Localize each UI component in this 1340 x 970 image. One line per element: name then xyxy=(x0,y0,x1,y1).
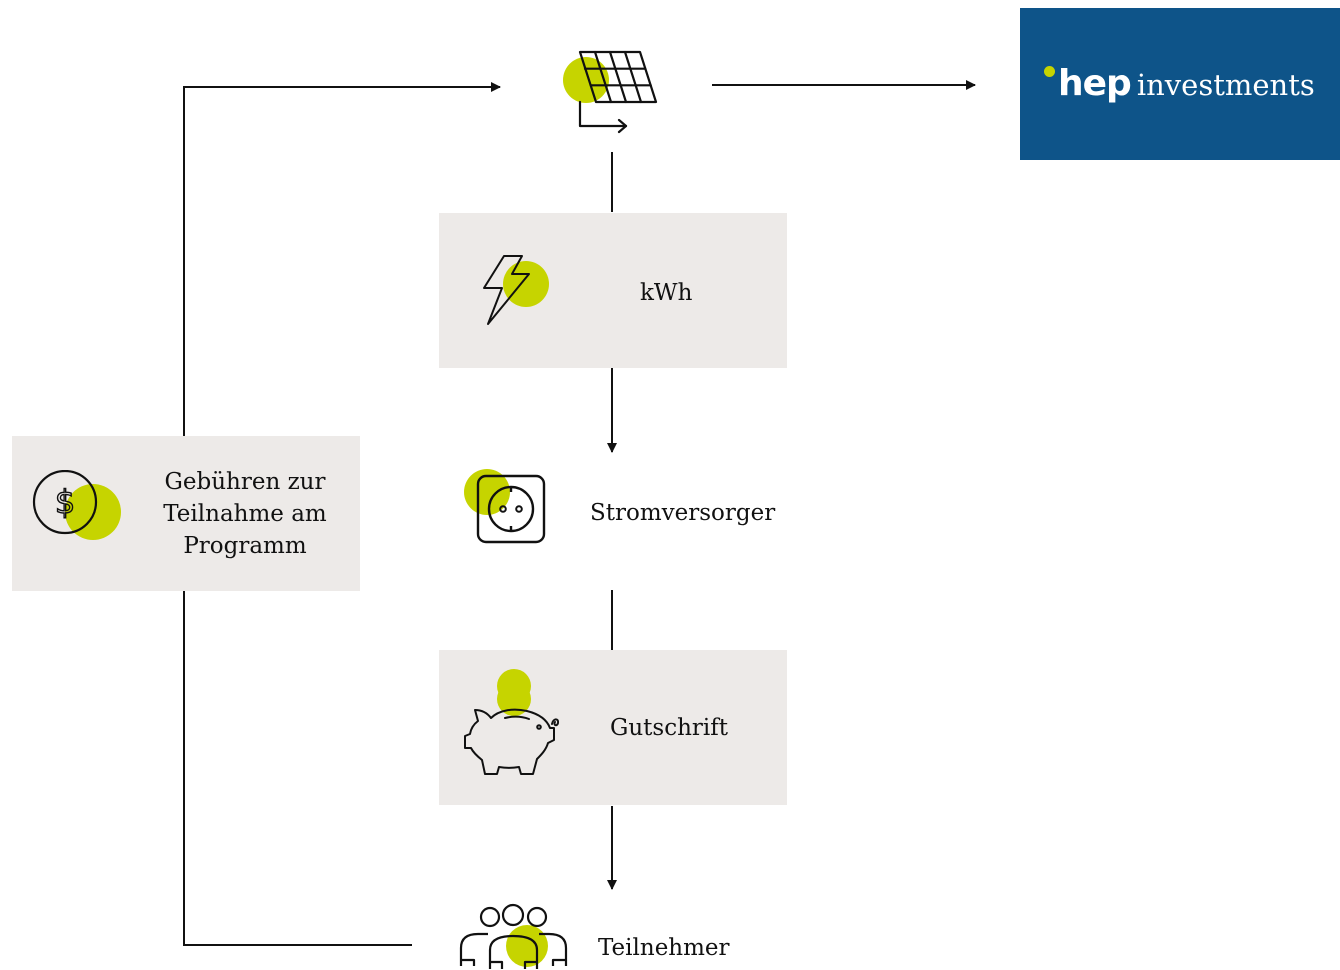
power-socket-icon xyxy=(464,469,546,544)
line-participants-to-fees xyxy=(183,591,412,946)
logo-brand: hep xyxy=(1058,63,1132,104)
credit-node xyxy=(439,650,787,805)
supplier-label: Stromversorger xyxy=(590,500,776,526)
piggy-bank-icon xyxy=(464,669,560,775)
fees-label: Gebühren zur Teilnahme am Programm xyxy=(150,466,340,562)
dollar-coin-icon: $ xyxy=(32,470,121,540)
kwh-label: kWh xyxy=(640,280,693,306)
fees-label-line-3: Programm xyxy=(183,533,307,559)
credit-label: Gutschrift xyxy=(610,715,729,741)
logo-dot xyxy=(1044,66,1055,77)
solar-panel-icon xyxy=(563,50,658,134)
logo-suffix: investments xyxy=(1136,68,1315,102)
kwh-node xyxy=(439,213,787,368)
arrow-fees-to-solar xyxy=(183,82,501,436)
svg-text:$: $ xyxy=(55,483,75,521)
people-group-icon xyxy=(459,903,568,969)
participants-label: Teilnehmer xyxy=(598,935,730,961)
lightning-bolt-icon xyxy=(483,255,549,325)
fees-label-line-2: Teilnahme am xyxy=(163,501,327,527)
fees-label-line-1: Gebühren zur xyxy=(164,469,326,495)
